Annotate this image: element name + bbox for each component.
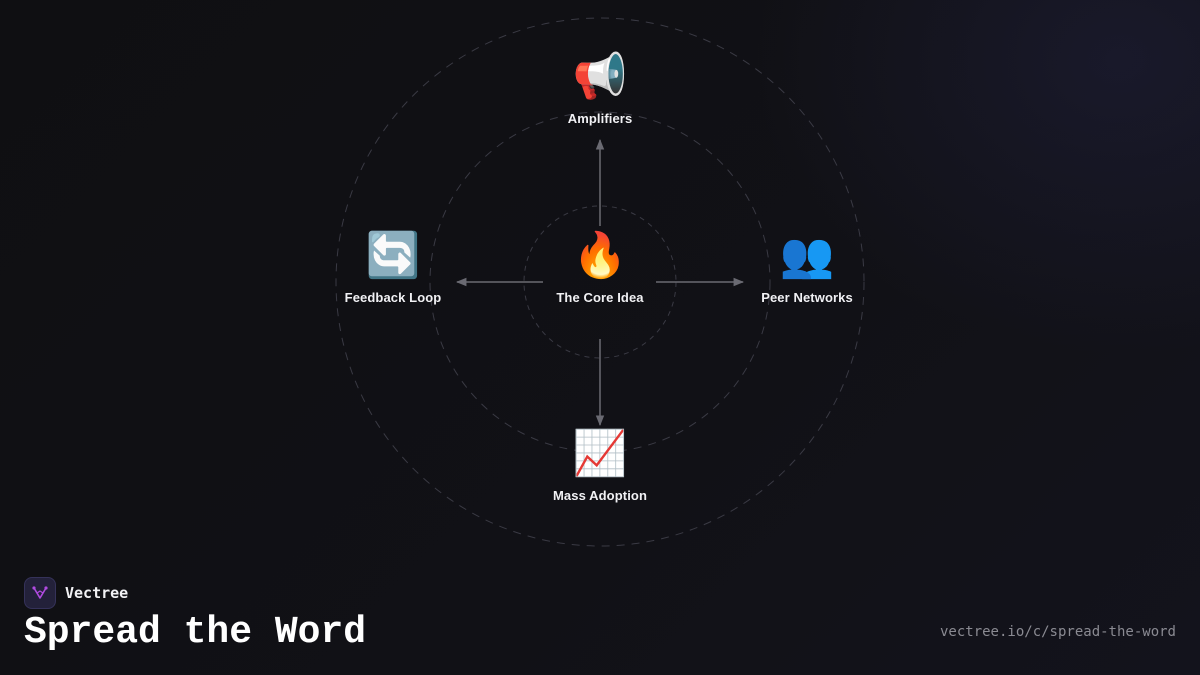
cycle-arrows-icon: 🔄 [365,230,421,281]
outer-ring [335,17,865,547]
chart-increasing-icon: 📈 [572,428,628,479]
node-mass-adoption: 📈 Mass Adoption [520,428,680,503]
megaphone-icon: 📢 [572,51,628,102]
node-core-idea-label: The Core Idea [556,290,644,305]
node-peer-networks: 👥 Peer Networks [727,230,887,305]
node-peer-networks-label: Peer Networks [761,290,853,305]
node-core-idea: 🔥 The Core Idea [520,230,680,305]
page-url: vectree.io/c/spread-the-word [939,624,1176,640]
fire-icon: 🔥 [572,230,628,281]
brand-name: Vectree [65,584,129,602]
node-feedback-loop: 🔄 Feedback Loop [313,230,473,305]
vectree-logo-icon [24,577,56,609]
node-feedback-loop-label: Feedback Loop [344,290,442,305]
node-mass-adoption-label: Mass Adoption [553,488,647,503]
brand: Vectree [24,577,128,609]
people-icon: 👥 [779,230,835,281]
middle-ring [429,111,771,453]
node-amplifiers: 📢 Amplifiers [520,51,680,126]
page-title: Spread the Word [24,611,367,654]
node-amplifiers-label: Amplifiers [567,111,633,126]
